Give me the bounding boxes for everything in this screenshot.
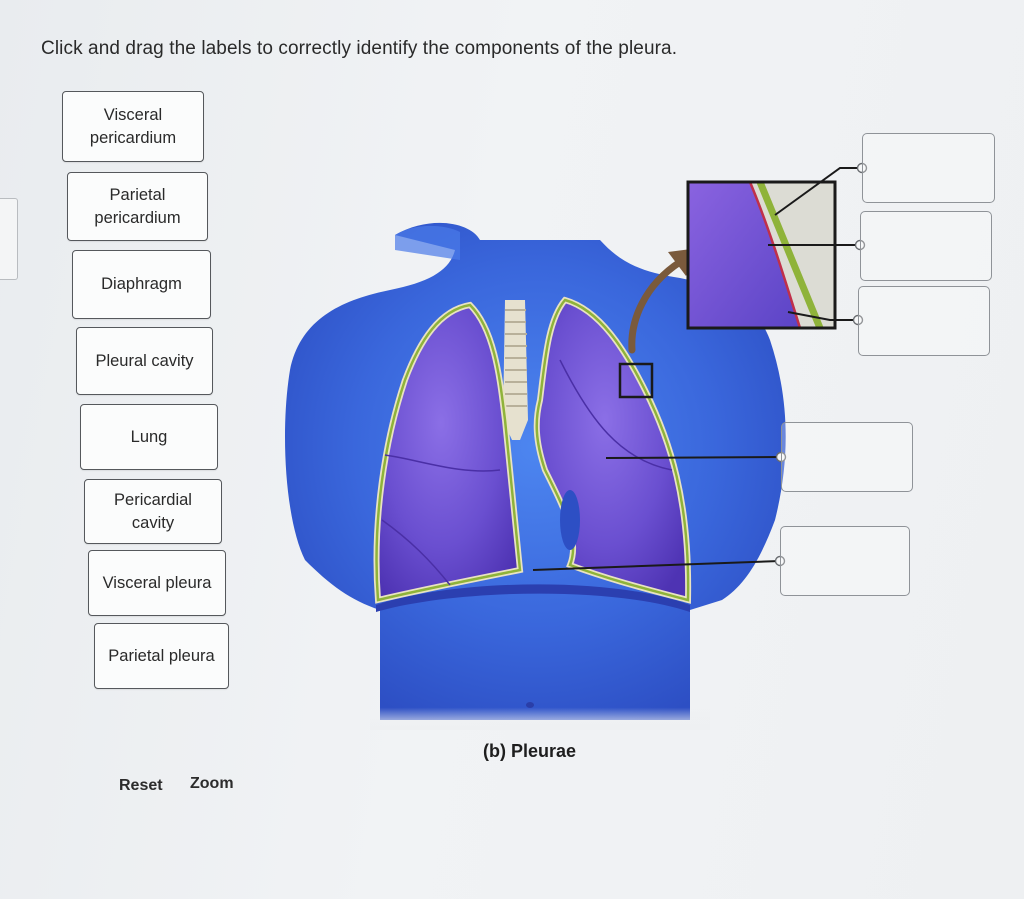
side-panel-tab[interactable] xyxy=(0,198,18,280)
label-tile-parietal-pericardium[interactable]: Parietal pericardium xyxy=(67,172,208,241)
label-tile-visceral-pleura[interactable]: Visceral pleura xyxy=(88,550,226,616)
label-text: Pleural cavity xyxy=(95,351,194,370)
drop-target-1[interactable] xyxy=(862,133,995,203)
pleura-detail-inset xyxy=(686,180,837,330)
right-lung xyxy=(373,301,524,604)
drop-target-3[interactable] xyxy=(858,286,990,356)
label-text: Visceral pleura xyxy=(102,573,212,592)
label-text: Lung xyxy=(130,427,168,446)
label-tile-visceral-pericardium[interactable]: Visceral pericardium xyxy=(62,91,204,162)
label-text: Visceral pericardium xyxy=(89,105,177,147)
drop-target-2[interactable] xyxy=(860,211,992,281)
label-tile-lung[interactable]: Lung xyxy=(80,404,218,470)
leader-lines xyxy=(532,167,862,571)
drop-target-5[interactable] xyxy=(780,526,910,596)
label-tile-diaphragm[interactable]: Diaphragm xyxy=(72,250,211,319)
figure-caption: (b) Pleurae xyxy=(483,741,577,761)
label-text: Diaphragm xyxy=(101,275,182,293)
pointer-arrow xyxy=(628,258,684,354)
label-tile-pericardial-cavity[interactable]: Pericardial cavity xyxy=(84,479,222,544)
label-tile-pleural-cavity[interactable]: Pleural cavity xyxy=(76,327,213,395)
left-lung xyxy=(533,296,692,604)
detail-marker-square xyxy=(618,362,654,399)
zoom-button[interactable]: Zoom xyxy=(190,775,234,792)
reset-button[interactable]: Reset xyxy=(119,777,163,794)
instruction-text: Click and drag the labels to correctly i… xyxy=(41,38,678,59)
label-text: Parietal pleura xyxy=(108,646,215,665)
trachea xyxy=(503,300,528,440)
label-text: Parietal pericardium xyxy=(94,185,181,227)
label-text: Pericardial cavity xyxy=(114,490,192,532)
drop-target-4[interactable] xyxy=(781,422,913,492)
diaphragm xyxy=(376,584,690,612)
label-tile-parietal-pleura[interactable]: Parietal pleura xyxy=(94,623,229,689)
